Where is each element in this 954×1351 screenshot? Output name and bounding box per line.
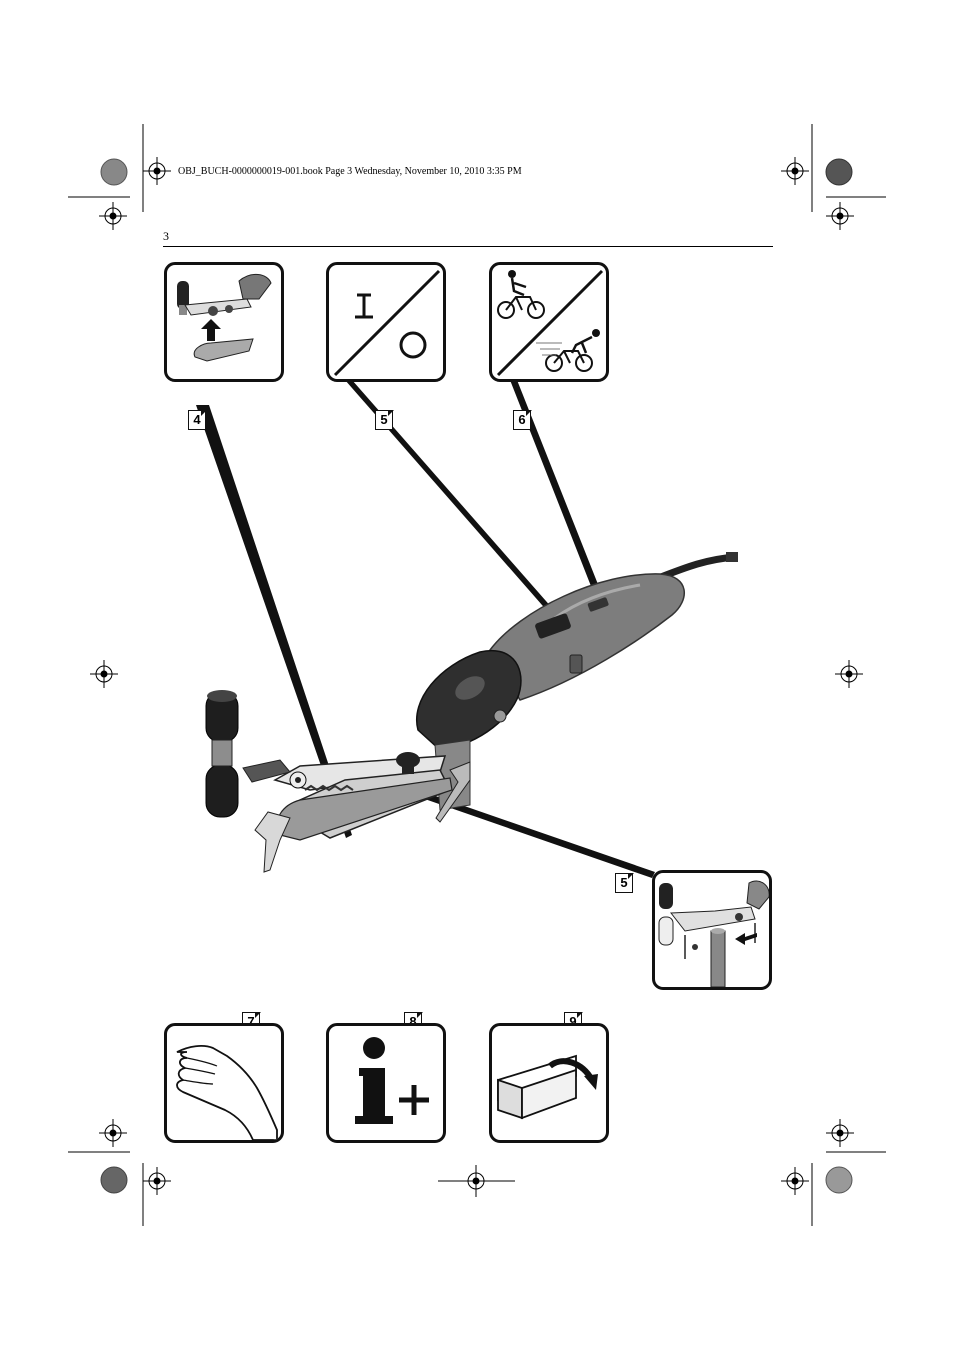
speed-cyclist-icon bbox=[496, 269, 604, 377]
information-plus-icon bbox=[355, 1037, 429, 1124]
color-calibration-dots bbox=[100, 158, 853, 1194]
figure-tag-6: 6 bbox=[513, 409, 532, 430]
on-off-switch-panel bbox=[326, 262, 446, 382]
registration-marks bbox=[90, 157, 863, 1197]
packaging-panel bbox=[489, 1023, 609, 1143]
information-panel bbox=[326, 1023, 446, 1143]
speed-panel bbox=[489, 262, 609, 382]
belt-grinder-illustration bbox=[205, 552, 738, 873]
crop-lines bbox=[68, 124, 886, 1226]
header-rule bbox=[163, 246, 773, 247]
on-off-switch-icon bbox=[333, 269, 441, 377]
page-number: 3 bbox=[163, 229, 169, 243]
belt-change-icon bbox=[177, 274, 272, 362]
belt-tension-lever-icon bbox=[658, 880, 769, 987]
document-header-info: OBJ_BUCH-0000000019-001.book Page 3 Wedn… bbox=[178, 166, 522, 177]
figure-tag-5-detail: 5 bbox=[615, 872, 634, 893]
vibration-panel bbox=[164, 1023, 284, 1143]
figure-tag-5: 5 bbox=[375, 409, 394, 430]
packaging-box-icon bbox=[497, 1054, 598, 1120]
belt-change-panel bbox=[164, 262, 284, 382]
vibration-hand-icon bbox=[176, 1045, 278, 1140]
figure-tag-4: 4 bbox=[188, 409, 207, 430]
belt-tension-detail-panel bbox=[652, 870, 772, 990]
